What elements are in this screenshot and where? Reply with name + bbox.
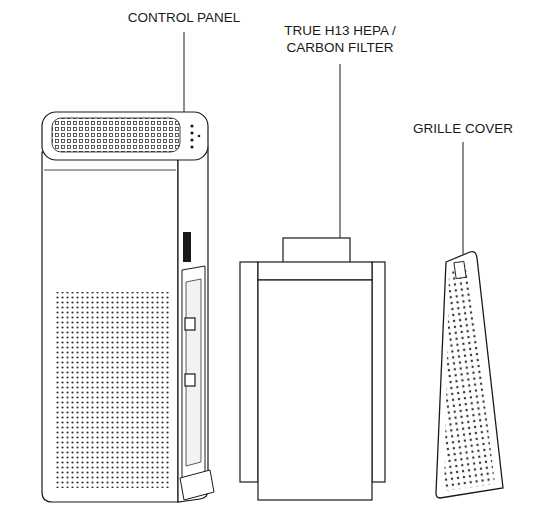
leader-line bbox=[184, 32, 185, 122]
top-grille bbox=[52, 118, 180, 152]
filter-cartridge bbox=[240, 238, 385, 500]
filter-front bbox=[258, 280, 372, 500]
front-face bbox=[42, 152, 178, 502]
latch bbox=[185, 374, 195, 386]
leader-line bbox=[463, 142, 464, 254]
control-buttons bbox=[190, 124, 200, 148]
grille-perforation bbox=[444, 264, 495, 491]
leader-line bbox=[340, 64, 341, 244]
leader-lines bbox=[184, 32, 463, 254]
grille-tab bbox=[454, 261, 466, 278]
grille-cover bbox=[436, 252, 503, 498]
base-foot bbox=[180, 470, 214, 500]
part-label: TRUE H13 HEPA / CARBON FILTER bbox=[265, 22, 415, 56]
front-perforation bbox=[55, 292, 170, 488]
purifier-body bbox=[42, 112, 214, 502]
bevel-line bbox=[44, 170, 176, 171]
side-face bbox=[178, 148, 208, 502]
part-label: CONTROL PANEL bbox=[119, 9, 249, 26]
latch bbox=[185, 318, 195, 330]
part-label: GRILLE COVER bbox=[403, 120, 523, 137]
filter-flange bbox=[372, 262, 385, 482]
grille-frame bbox=[436, 252, 503, 498]
top-face bbox=[42, 112, 208, 160]
filter-bay bbox=[182, 266, 205, 478]
filter-bay-inner bbox=[186, 279, 201, 466]
side-display bbox=[183, 232, 191, 262]
filter-flange bbox=[240, 262, 258, 482]
filter-top-edge bbox=[258, 262, 372, 280]
